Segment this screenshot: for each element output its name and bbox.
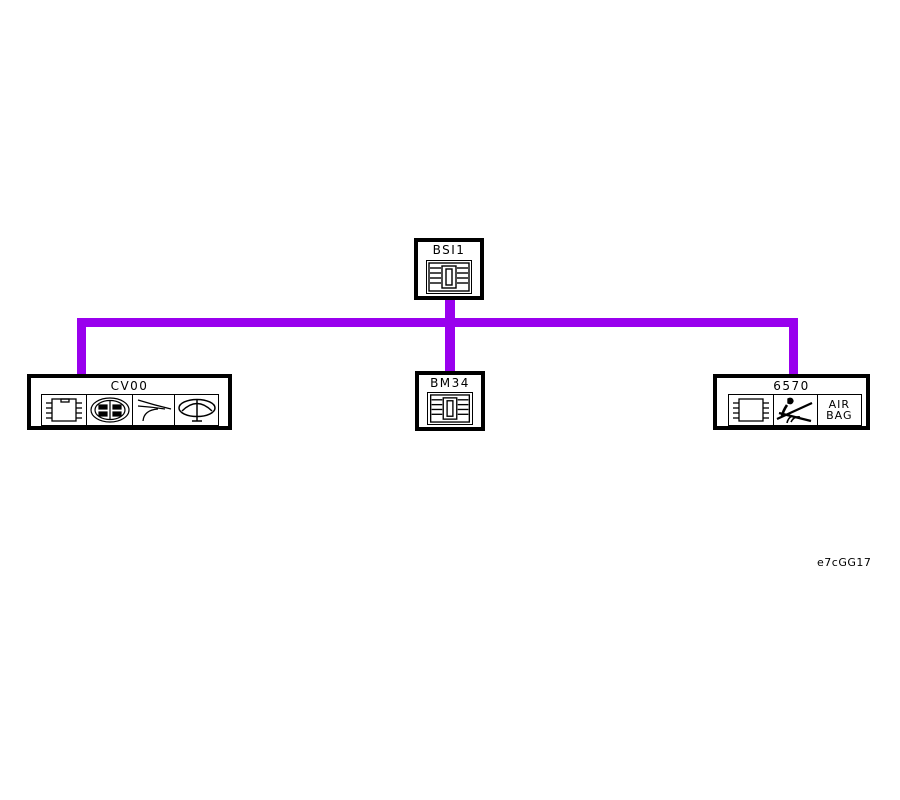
steering-wheel-icon [175,395,218,425]
bus-segment-6570-drop [789,318,798,374]
bus-segment-cv00-drop [77,318,86,376]
bus-segment-bm34-drop [445,318,455,371]
module-bm34[interactable]: BM34 [415,371,485,431]
module-6570-icon-strip: AIR BAG [728,394,862,426]
module-bsi1-label: BSI1 [432,243,466,257]
air-bag-label: AIR BAG [818,395,861,425]
occupant-impact-icon [774,395,818,425]
module-bsi1[interactable]: BSI1 [414,238,484,300]
module-cv00-icon-strip [41,394,219,426]
drawing-reference-code: e7cGG17 [817,556,872,569]
module-bm34-icon-strip [427,392,473,425]
air-bag-line-1: AIR [828,398,851,411]
module-6570[interactable]: 6570 [713,374,870,430]
fuse-box-icon [427,261,471,293]
bus-segment-bsi1-drop [445,298,455,326]
ecu-chip-icon [42,395,88,425]
module-bm34-label: BM34 [430,376,470,390]
module-cv00[interactable]: CV00 [27,374,232,430]
module-bsi1-icon-strip [426,260,472,294]
bus-segment-trunk [77,318,798,327]
ecu-chip-icon [729,395,775,425]
air-bag-line-2: BAG [826,409,853,422]
harness-arc-icon [133,395,176,425]
module-6570-label: 6570 [773,379,810,393]
rotary-connector-icon [87,395,133,425]
fuse-box-icon [428,393,472,424]
module-cv00-label: CV00 [110,379,149,393]
